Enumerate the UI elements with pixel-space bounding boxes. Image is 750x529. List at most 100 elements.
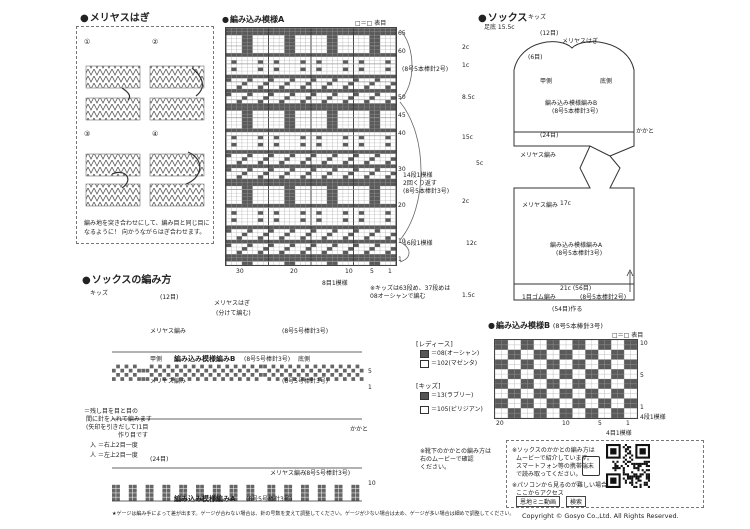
stitch-cell: [197, 462, 202, 466]
chart-cell: [279, 178, 285, 183]
chart-cell: [236, 178, 242, 183]
stitch-cell: [263, 381, 267, 386]
chart-cell: [533, 408, 541, 414]
stitch-cell: [162, 373, 167, 377]
stitch-cell: [195, 331, 200, 335]
stitch-cell: [137, 472, 141, 476]
stitch-cell: [359, 489, 364, 493]
chart-cell: [385, 28, 391, 32]
stitch-cell: [128, 352, 133, 356]
chart-cell: [257, 239, 264, 244]
chart-cell: [364, 53, 370, 57]
howto-note-3: (矢印を引きだして)1目: [86, 424, 149, 431]
stitch-cell: [253, 343, 258, 348]
stitch-cell: [334, 377, 339, 381]
qr-module: [626, 477, 630, 480]
stitch-cell: [305, 318, 310, 323]
stitch-cell: [133, 381, 137, 386]
stitch-cell: [320, 335, 324, 339]
stitch-cell: [313, 368, 318, 373]
stitch-cell: [305, 360, 309, 365]
stitch-cell: [238, 364, 242, 369]
qr-module: [626, 446, 630, 449]
chart-cell: [241, 117, 248, 122]
chart-cell: [289, 89, 296, 93]
qr-module: [631, 483, 634, 486]
chart-cell: [604, 383, 612, 389]
stitch-cell: [250, 457, 254, 462]
chart-cell: [369, 96, 375, 100]
stitch-cell: [247, 441, 252, 445]
stitch-cell: [137, 398, 141, 402]
chart-cell: [598, 359, 605, 365]
chart-cell: [572, 359, 579, 365]
qr-module: [635, 462, 638, 465]
pattern-a-row-30: 30: [398, 166, 406, 173]
chart-cell: [585, 374, 592, 379]
chart-cell: [624, 359, 631, 365]
stitch-cell: [141, 489, 146, 493]
video-search-button[interactable]: 検索: [566, 496, 587, 507]
qr-code-icon[interactable]: [606, 444, 650, 488]
stitch-cell: [212, 457, 216, 462]
qr-module: [631, 477, 634, 480]
stitch-cell: [254, 468, 259, 472]
chart-cell: [353, 103, 359, 107]
chart-cell: [342, 74, 349, 79]
meriyasu-caption-1: 編み地を突き合わせにして、編み目と同じ目に: [84, 220, 210, 227]
stitch-cell: [317, 402, 322, 407]
stitch-cell: [259, 476, 263, 481]
chart-cell: [374, 74, 381, 79]
chart-cell: [380, 257, 386, 262]
video-search-field[interactable]: 恩地ミニ動画: [516, 496, 561, 507]
stitch-cell: [347, 493, 351, 497]
stitch-cell: [278, 339, 283, 344]
stitch-cell: [271, 352, 276, 356]
stitch-cell: [175, 381, 179, 386]
stitch-cell: [212, 428, 217, 433]
chart-cell: [342, 150, 349, 154]
stitch-cell: [219, 424, 224, 428]
stitch-cell: [271, 415, 276, 419]
stitch-cell: [294, 331, 299, 335]
stitch-cell: [266, 347, 271, 352]
stitch-cell: [334, 381, 339, 386]
stitch-cell: [225, 476, 230, 481]
chart-cell: [284, 42, 290, 46]
chart-cell: [326, 196, 333, 201]
stitch-cell: [225, 394, 230, 398]
stitch-cell: [338, 364, 343, 369]
stitch-cell: [221, 352, 225, 356]
stitch-cell: [154, 373, 158, 377]
stitch-cell: [292, 493, 297, 497]
stitch-cell: [296, 489, 301, 493]
chart-cell: [332, 45, 338, 50]
chart-cell: [578, 340, 586, 345]
chart-cell: [326, 110, 333, 115]
chart-cell: [247, 121, 253, 125]
stitch-cell: [359, 381, 364, 386]
chart-cell: [295, 182, 301, 186]
stitch-cell: [330, 356, 335, 360]
stitch-cell: [124, 389, 129, 394]
qr-module: [631, 481, 634, 484]
chart-cell: [353, 128, 359, 133]
chart-cell: [326, 200, 333, 204]
chart-cell: [369, 45, 375, 50]
stitch-cell: [168, 310, 172, 314]
stitch-cell: [313, 410, 318, 415]
stitch-cell: [271, 402, 276, 407]
stitch-cell: [313, 406, 318, 411]
stitch-cell: [324, 335, 329, 339]
qr-module: [629, 456, 632, 459]
stitch-cell: [280, 352, 284, 356]
stitch-cell: [284, 389, 288, 394]
qr-finder-core: [610, 477, 617, 484]
stitch-cell: [238, 484, 242, 489]
stitch-cell: [189, 310, 193, 314]
stitch-cell: [288, 356, 293, 360]
stitch-cell: [200, 394, 204, 398]
stitch-cell: [269, 453, 273, 458]
stitch-cell: [305, 310, 309, 314]
chart-cell: [374, 168, 381, 172]
